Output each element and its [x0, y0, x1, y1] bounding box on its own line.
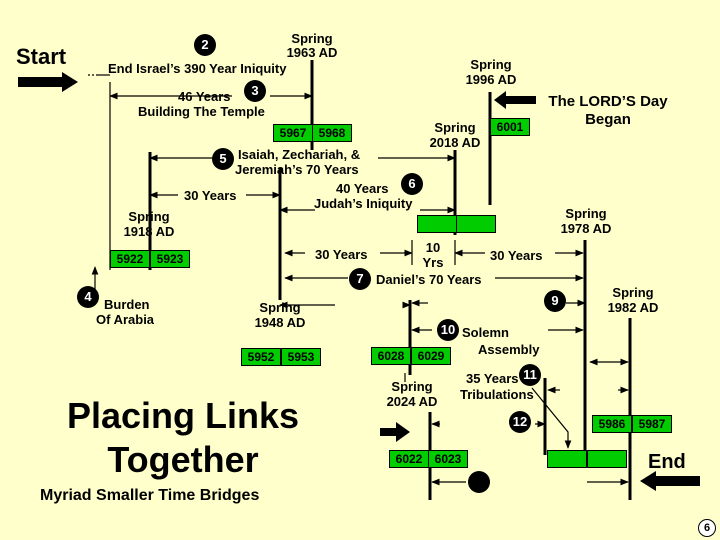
arrow-left-icon [640, 471, 700, 491]
marker-label: Judah’s Iniquity [314, 196, 413, 211]
date-bottom: 1978 AD [560, 221, 612, 236]
year-box: 6029 [411, 347, 451, 365]
date-top: Spring [259, 300, 301, 315]
number-badge-icon: 11 [519, 364, 541, 386]
date-bottom: 1918 AD [123, 224, 175, 239]
marker-label: 40 Years [336, 181, 389, 196]
date-top: Spring [565, 206, 607, 221]
date-bottom: 1996 AD [465, 72, 517, 87]
marker-label: Jeremiah’s 70 Years [235, 162, 359, 177]
year-box: 5986 [592, 415, 632, 433]
marker-label: End Israel’s 390 Year Iniquity [108, 61, 287, 76]
span-label: 30 Years [184, 188, 237, 203]
date-bottom: 1982 AD [607, 300, 659, 315]
arrow-right-icon [18, 72, 78, 92]
lords-day-line1: The LORD’S Day [548, 93, 668, 110]
year-box [547, 450, 587, 468]
year-box: 5987 [632, 415, 672, 433]
arrow-left-icon [494, 91, 536, 109]
year-box: 5923 [150, 250, 190, 268]
number-badge-icon: 7 [349, 268, 371, 290]
marker-label: 46 Years [178, 89, 231, 104]
span-label: Yrs [422, 255, 444, 270]
date-top: Spring [128, 209, 170, 224]
year-box: 6022 [389, 450, 429, 468]
marker-label: Of Arabia [96, 312, 155, 327]
year-box: 5922 [110, 250, 150, 268]
number-badge-icon: 4 [77, 286, 99, 308]
span-label: 10 [425, 240, 441, 255]
end-label: End [648, 451, 686, 473]
year-box [417, 215, 457, 233]
year-box: 5967 [273, 124, 313, 142]
marker-label: Solemn [462, 325, 509, 340]
year-box: 6023 [428, 450, 468, 468]
date-top: Spring [391, 379, 433, 394]
marker-label: 35 Years [466, 371, 519, 386]
number-badge-icon: 3 [244, 80, 266, 102]
slide-number: 6 [698, 519, 716, 537]
marker-label: Isaiah, Zechariah, & [238, 147, 361, 162]
span-label: 30 Years [490, 248, 543, 263]
number-badge-icon: 5 [212, 148, 234, 170]
year-box: 5953 [281, 348, 321, 366]
marker-label: Burden [104, 297, 150, 312]
number-badge-icon: 9 [544, 290, 566, 312]
pointer-solemn [531, 387, 572, 449]
page-subtitle: Myriad Smaller Time Bridges [40, 487, 260, 504]
date-top: Spring [291, 31, 333, 46]
year-box [456, 215, 496, 233]
year-box: 5952 [241, 348, 281, 366]
arrow-right-icon [380, 422, 410, 442]
date-top: Spring [434, 120, 476, 135]
page-title-line1: Placing Links [66, 395, 300, 436]
number-badge-icon [468, 471, 490, 493]
number-badge-icon: 10 [437, 319, 459, 341]
date-top: Spring [470, 57, 512, 72]
marker-label: Tribulations [460, 387, 534, 402]
lords-day-line2: Began [585, 111, 631, 128]
year-box [587, 450, 627, 468]
date-bottom: 1948 AD [254, 315, 306, 330]
span-label: 30 Years [315, 247, 368, 262]
year-box: 6001 [490, 118, 530, 136]
year-box: 6028 [371, 347, 411, 365]
number-badge-icon: 6 [401, 173, 423, 195]
marker-label: Daniel’s 70 Years [376, 272, 482, 287]
number-badge-icon: 2 [194, 34, 216, 56]
start-label: Start [16, 44, 67, 69]
year-box: 5968 [312, 124, 352, 142]
number-badge-icon: 12 [509, 411, 531, 433]
date-bottom: 2018 AD [429, 135, 481, 150]
page-title-line2: Together [107, 439, 259, 480]
date-bottom: 1963 AD [286, 45, 338, 60]
date-top: Spring [612, 285, 654, 300]
marker-label: Building The Temple [138, 104, 265, 119]
marker-label: Assembly [478, 342, 540, 357]
date-bottom: 2024 AD [386, 394, 438, 409]
